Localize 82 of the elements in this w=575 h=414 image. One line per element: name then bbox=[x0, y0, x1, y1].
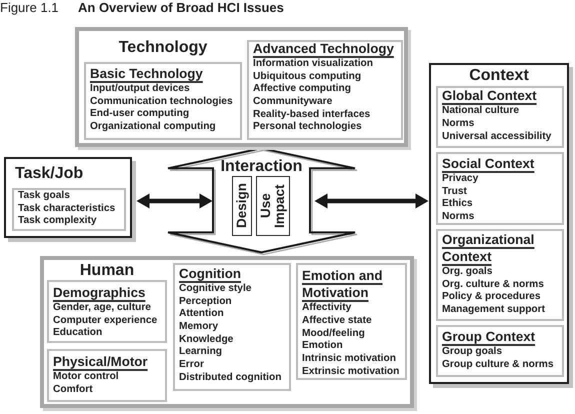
vertical-label-panel bbox=[256, 176, 290, 236]
double-headed-arrow bbox=[314, 194, 428, 208]
category-frame bbox=[75, 27, 408, 147]
list-item: Affective state bbox=[302, 314, 372, 328]
section-heading: Advanced Technology bbox=[253, 40, 394, 56]
list-item: Computer experience bbox=[53, 314, 158, 328]
subcategory-panel bbox=[296, 263, 407, 380]
category-frame bbox=[40, 256, 414, 408]
list-item: Communityware bbox=[253, 96, 332, 109]
subcategory-panel bbox=[47, 280, 167, 343]
subcategory-panel bbox=[436, 325, 564, 377]
panel-heading: Context bbox=[469, 67, 529, 84]
list-item: Norms bbox=[442, 118, 474, 131]
section-heading: Demographics bbox=[53, 284, 146, 300]
arrow-label: Interaction bbox=[220, 158, 302, 175]
list-item: Extrinsic motivation bbox=[302, 366, 400, 378]
list-item: Learning bbox=[179, 346, 222, 360]
panel-heading: Human bbox=[80, 262, 134, 279]
list-item: Perception bbox=[179, 296, 232, 308]
list-item: Comfort bbox=[53, 384, 93, 397]
vertical-label-panel bbox=[232, 176, 252, 236]
section-heading: Group Context bbox=[442, 329, 536, 344]
list-item: Input/output devices bbox=[90, 82, 190, 96]
list-item: Memory bbox=[179, 320, 218, 334]
section-heading: Organizational Context bbox=[442, 232, 534, 264]
subcategory-panel bbox=[247, 40, 403, 140]
list-item: Org. culture & norms bbox=[442, 278, 544, 292]
list-item: Norms bbox=[442, 210, 474, 224]
list-item: Intrinsic motivation bbox=[302, 353, 396, 366]
list-item: Policy & procedures bbox=[442, 291, 541, 304]
section-heading: Basic Technology bbox=[90, 66, 203, 81]
list-item: Gender, age, culture bbox=[53, 302, 151, 314]
list-item: Personal technologies bbox=[253, 121, 362, 134]
list-item: Attention bbox=[179, 308, 224, 321]
subcategory-panel bbox=[436, 229, 564, 321]
section-heading: Social Context bbox=[442, 156, 534, 171]
list-item: Management support bbox=[442, 304, 546, 317]
subcategory-panel bbox=[12, 188, 126, 231]
panel-heading: Task/Job bbox=[15, 165, 84, 182]
section-heading: Global Context bbox=[442, 88, 537, 104]
list-item: Task characteristics bbox=[18, 202, 116, 216]
double-headed-arrow bbox=[136, 194, 212, 208]
list-item: Affectivity bbox=[302, 302, 352, 315]
list-item: Communication technologies bbox=[90, 96, 233, 108]
subcategory-panel bbox=[84, 62, 242, 140]
block-arrow bbox=[167, 147, 358, 256]
list-item: Distributed cognition bbox=[179, 372, 282, 384]
list-item: Group culture & norms bbox=[442, 358, 554, 372]
list-item: Trust bbox=[442, 186, 467, 198]
list-item: Information visualization bbox=[253, 58, 373, 71]
section-heading: Cognition bbox=[179, 266, 242, 281]
figure-title: An Overview of Broad HCI Issues bbox=[78, 0, 284, 15]
list-item: Universal accessibility bbox=[442, 130, 552, 144]
subcategory-panel bbox=[173, 263, 291, 391]
list-item: Org. goals bbox=[442, 266, 492, 279]
vertical-label: Use Impact bbox=[259, 183, 287, 230]
list-item: Education bbox=[53, 327, 102, 340]
subcategory-panel bbox=[47, 349, 167, 402]
list-item: Ethics bbox=[442, 198, 473, 211]
section-heading: Emotion and Motivation bbox=[302, 268, 383, 300]
vertical-label: Design bbox=[235, 183, 249, 228]
section-heading: Physical/Motor bbox=[53, 354, 148, 370]
figure-number: Figure 1.1 bbox=[0, 0, 59, 15]
list-item: Affective computing bbox=[253, 83, 351, 96]
panel-heading: Technology bbox=[118, 39, 208, 56]
list-item: Knowledge bbox=[179, 334, 234, 346]
list-item: End-user computing bbox=[90, 108, 190, 121]
list-item: Error bbox=[179, 359, 204, 372]
list-item: Cognitive style bbox=[179, 282, 252, 296]
list-item: Privacy bbox=[442, 172, 478, 186]
list-item: Task complexity bbox=[18, 215, 97, 228]
list-item: Ubiquitous computing bbox=[253, 70, 362, 84]
subcategory-panel bbox=[436, 152, 564, 225]
list-item: Mood/feeling bbox=[302, 328, 365, 340]
list-item: Emotion bbox=[302, 340, 343, 353]
list-item: Task goals bbox=[18, 190, 70, 203]
list-item: Group goals bbox=[442, 346, 502, 359]
subcategory-panel bbox=[436, 86, 564, 148]
list-item: Motor control bbox=[53, 371, 119, 384]
list-item: Reality-based interfaces bbox=[253, 108, 370, 122]
list-item: National culture bbox=[442, 105, 519, 118]
list-item: Organizational computing bbox=[90, 120, 216, 134]
